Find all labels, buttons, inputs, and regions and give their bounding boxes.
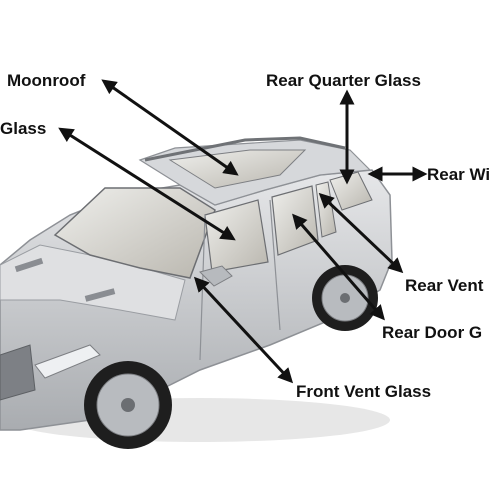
callout-arrows	[58, 79, 428, 384]
front-vent-arrow	[193, 276, 294, 384]
callout-labels: Moonroof Glass Rear Quarter Glass Rear W…	[0, 71, 490, 401]
grille	[0, 344, 36, 401]
hood-vent	[84, 288, 116, 302]
label-front-vent: Front Vent Glass	[296, 382, 431, 401]
label-moonroof: Moonroof	[7, 71, 86, 90]
hood-vent	[14, 257, 44, 273]
rear-hub	[340, 293, 350, 303]
windshield-arrow	[58, 127, 236, 241]
front-hub	[121, 398, 135, 412]
label-rear-window: Rear Wi	[427, 165, 490, 184]
label-rear-quarter: Rear Quarter Glass	[266, 71, 421, 90]
label-rear-vent: Rear Vent	[405, 276, 484, 295]
car-hood	[0, 244, 186, 321]
rear-door-arrow	[292, 213, 385, 321]
label-rear-door: Rear Door G	[382, 323, 482, 342]
headlight	[34, 344, 101, 379]
label-windshield: Glass	[0, 119, 46, 138]
car-illustration	[0, 136, 393, 449]
